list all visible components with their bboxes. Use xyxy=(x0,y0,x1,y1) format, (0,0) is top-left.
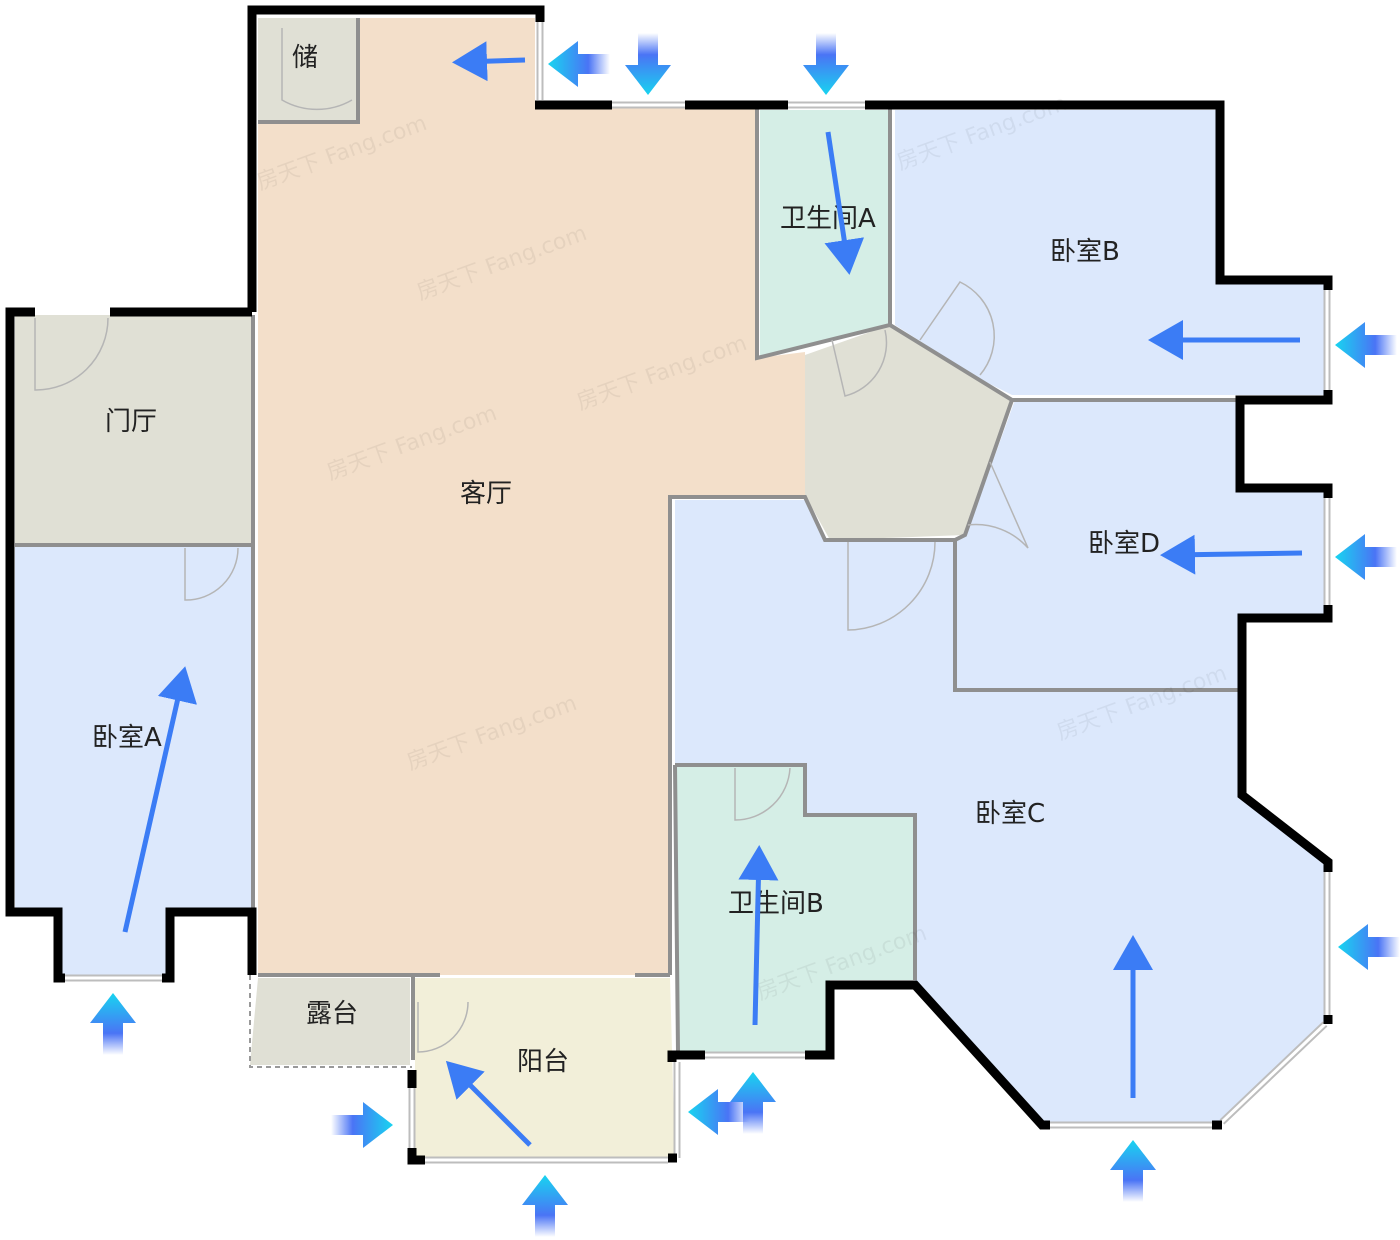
label-living: 客厅 xyxy=(460,479,512,509)
airflow-arrow-icon xyxy=(122,666,197,933)
wind-inlet-arrow-icon xyxy=(1335,322,1397,368)
airflow-arrow-icon xyxy=(738,845,779,1026)
room-hallway xyxy=(805,325,1012,540)
windows xyxy=(65,22,1331,1164)
door-swings xyxy=(34,28,1029,1053)
room-bedroom-a xyxy=(15,545,253,975)
label-balcony: 阳台 xyxy=(517,1047,569,1077)
room-bedroom-d xyxy=(955,400,1325,690)
room-bathroom-b xyxy=(675,765,915,1052)
airflow-arrow-icon xyxy=(1160,534,1303,575)
wind-inlet-arrow-icon xyxy=(1110,1140,1156,1202)
wind-inlet-arrow-icon xyxy=(1335,534,1397,580)
label-bedroom-b: 卧室B xyxy=(1050,237,1120,267)
label-bedroom-d: 卧室D xyxy=(1088,529,1160,559)
room-bathroom-a xyxy=(760,110,890,357)
airflow-arrow-icon xyxy=(824,131,865,275)
interior-walls xyxy=(15,18,1240,1068)
wind-inlet-arrow-icon xyxy=(803,33,849,95)
wind-inlet-arrow-icon xyxy=(331,1102,393,1148)
label-storage: 储 xyxy=(292,43,318,73)
room-storage xyxy=(258,18,358,122)
wind-inlet-arrow-icon xyxy=(548,41,610,87)
label-bedroom-c: 卧室C xyxy=(975,799,1045,829)
label-terrace: 露台 xyxy=(306,999,358,1029)
label-bathroom-a: 卫生间A xyxy=(780,204,876,234)
room-balcony xyxy=(415,978,675,1158)
wind-inlet-arrow-icon xyxy=(90,993,136,1055)
room-terrace xyxy=(250,978,410,1065)
label-bedroom-a: 卧室A xyxy=(92,723,162,753)
airflow-arrow-icon xyxy=(452,41,526,82)
wind-inlet-arrow-icon xyxy=(625,33,671,95)
airflow-arrow-icon xyxy=(445,1060,532,1147)
room-foyer xyxy=(15,315,253,545)
room-bedroom-c xyxy=(675,500,1325,1122)
airflow-arrows xyxy=(122,41,1303,1147)
wind-inlet-arrow-icon xyxy=(522,1175,568,1237)
label-foyer: 门厅 xyxy=(105,407,157,437)
wind-inlet-arrow-icon xyxy=(1338,924,1400,970)
label-bathroom-b: 卫生间B xyxy=(728,889,824,919)
exterior-walls xyxy=(5,5,1333,1165)
